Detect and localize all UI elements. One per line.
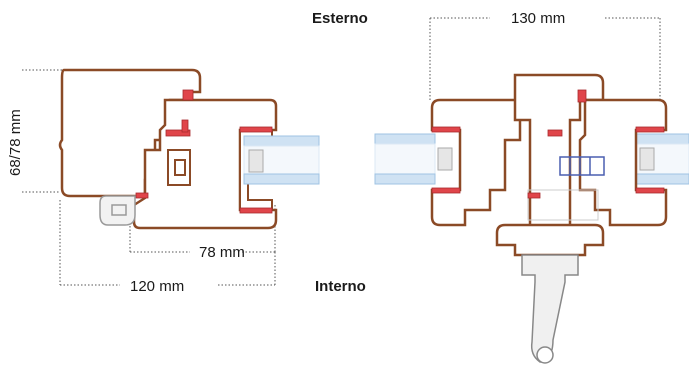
left-glass — [243, 135, 320, 185]
left-outer-width-dimension-label: 120 mm — [130, 278, 185, 295]
right-profile — [374, 17, 689, 364]
right-hardware-base-wood — [495, 223, 605, 257]
left-gaskets — [135, 89, 273, 214]
right-lock-ghost — [527, 189, 599, 221]
right-handle-knob — [536, 346, 554, 364]
right-right-sash-wood — [578, 98, 668, 227]
right-gaskets — [431, 89, 665, 199]
left-sash-inner-detail — [167, 149, 191, 186]
left-inner-width-dimension-label: 78 mm — [199, 244, 245, 261]
right-glass-right — [629, 133, 689, 185]
right-lock-hardware — [559, 156, 605, 176]
interior-label: Interno — [315, 278, 366, 295]
left-profile — [22, 68, 320, 286]
right-left-sash-wood — [430, 98, 522, 227]
right-glass-left — [374, 133, 453, 185]
exterior-label: Esterno — [312, 10, 368, 27]
left-hinge-hardware — [99, 195, 136, 226]
right-window-handle — [521, 254, 579, 363]
right-width-dimension-label: 130 mm — [511, 10, 566, 27]
left-height-dimension-label: 68/78 mm — [7, 109, 24, 176]
right-dimension-lines — [429, 17, 661, 100]
